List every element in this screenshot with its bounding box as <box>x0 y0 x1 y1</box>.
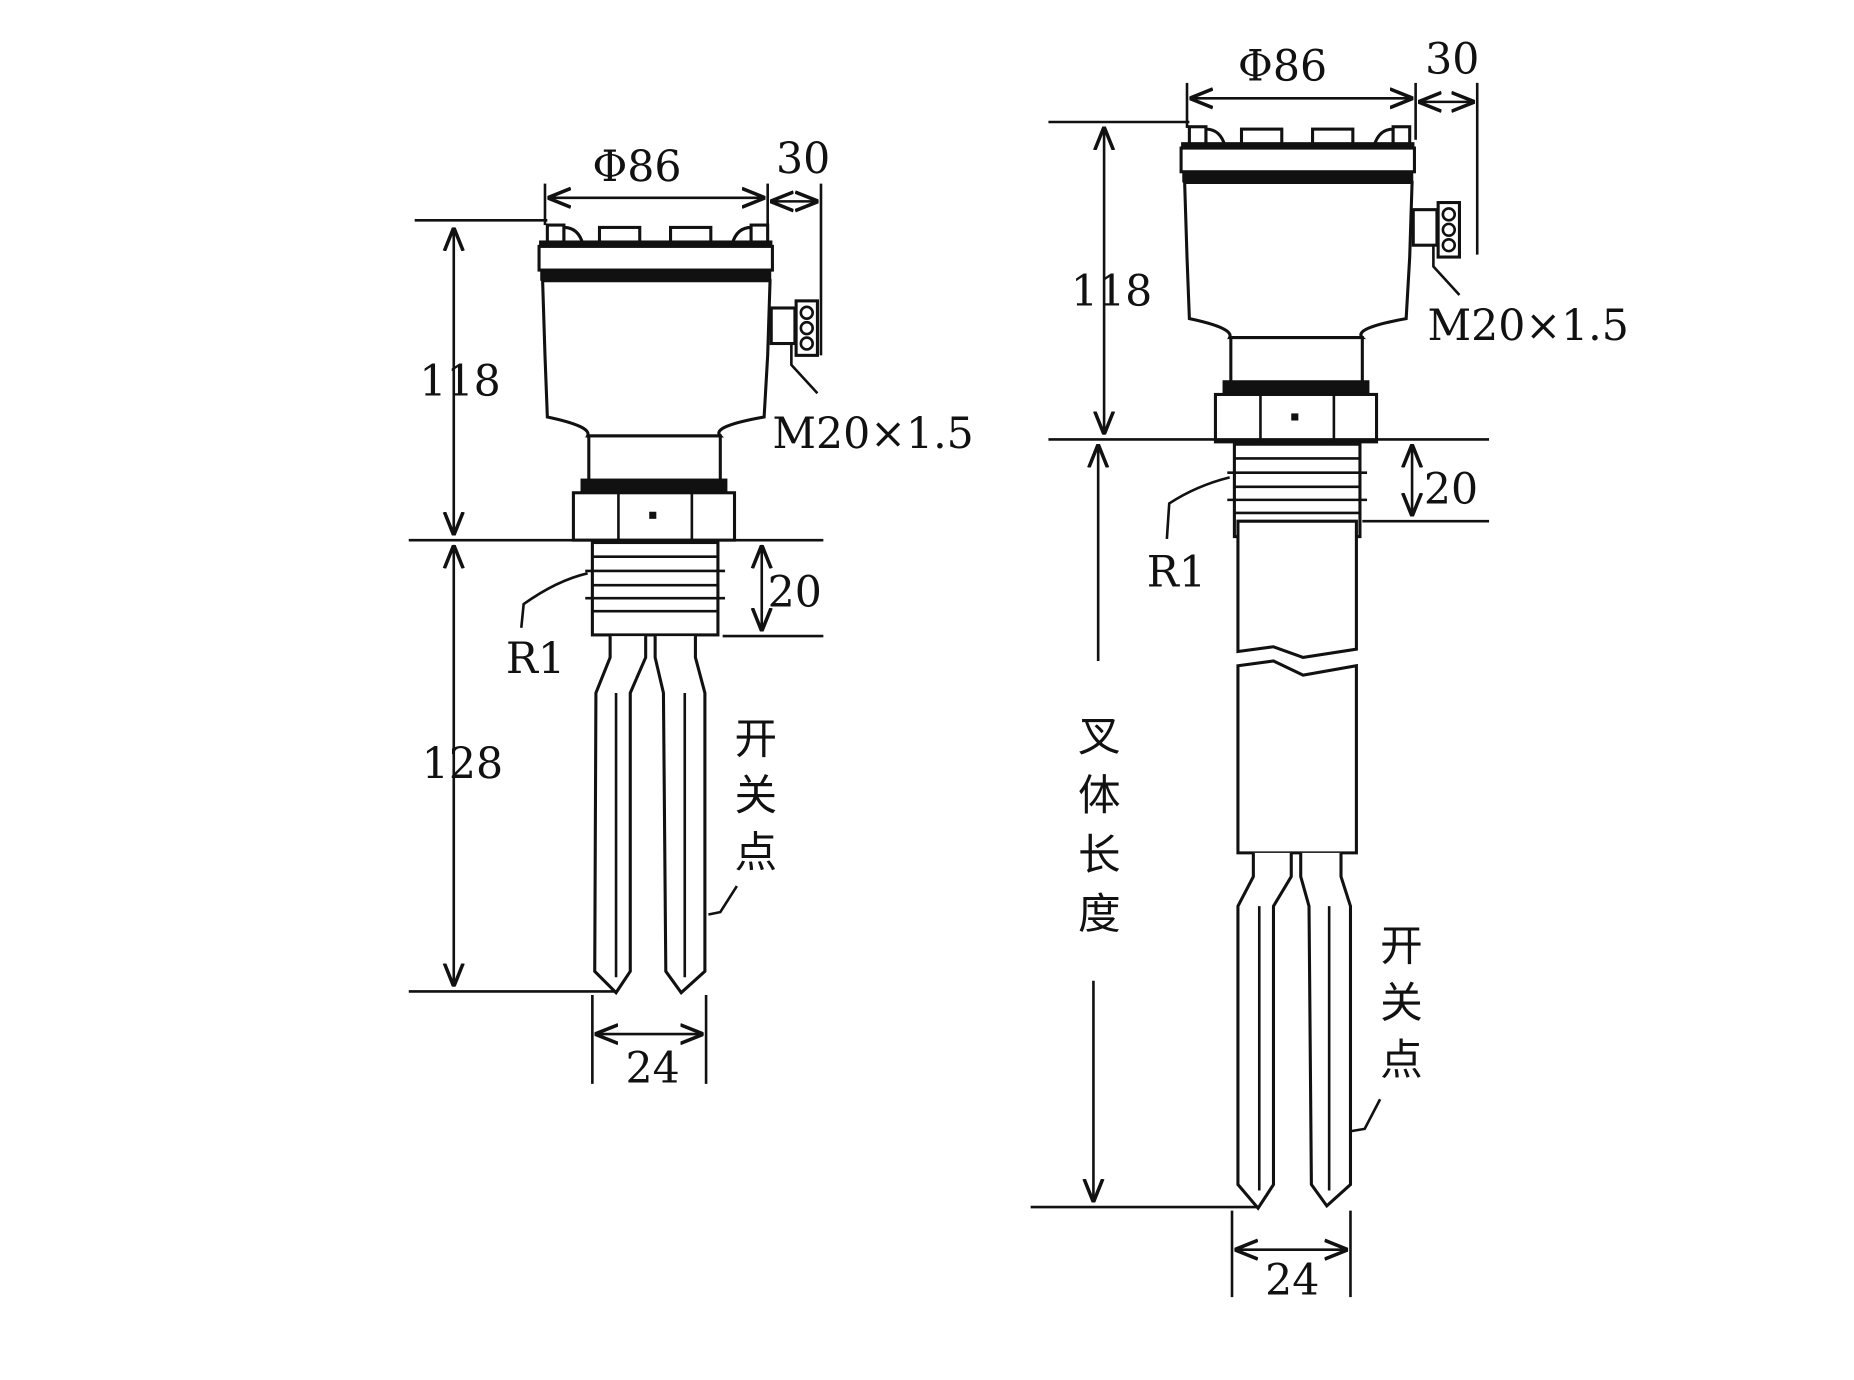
switch-point-label: 开 <box>1380 922 1423 972</box>
fork-body-length-label: 叉 <box>1078 712 1121 762</box>
cable-thread-label: M20×1.5 <box>1427 301 1628 351</box>
head-height-label: 118 <box>419 357 500 407</box>
left-drawing: Φ86 30 118 M20×1.5 20 R1 128 24 开 关 点 <box>408 134 974 1094</box>
gland-offset-label: 30 <box>1425 34 1479 84</box>
switch-point-label: 点 <box>1380 1035 1423 1085</box>
fork-length-label: 128 <box>422 739 503 789</box>
fork-body-length-label: 长 <box>1078 830 1121 880</box>
fork-tine-right <box>653 636 707 995</box>
extension-rod-upper <box>1236 519 1358 660</box>
switch-point-label: 关 <box>1380 979 1423 1029</box>
fork-tine-left <box>593 636 648 996</box>
switch-point-label: 开 <box>735 714 778 764</box>
thread-length-label: 20 <box>768 567 822 617</box>
right-drawing: Φ86 30 118 M20×1.5 20 R1 叉 体 长 度 24 开 关 … <box>1030 34 1629 1306</box>
fork-tine-left <box>1236 852 1293 1211</box>
thread-length-label: 20 <box>1424 464 1478 514</box>
fork-width-label: 24 <box>1265 1256 1319 1306</box>
fork-body-length-label: 度 <box>1078 890 1121 940</box>
thread-spec-label: R1 <box>506 634 565 684</box>
gland-offset-label: 30 <box>776 134 830 184</box>
switch-point-label: 点 <box>735 828 778 878</box>
switch-point-label: 关 <box>735 771 778 821</box>
diameter-label: Φ86 <box>592 142 681 192</box>
thread-spec-label: R1 <box>1147 547 1206 597</box>
fork-tine-right <box>1299 852 1353 1209</box>
cable-thread-label: M20×1.5 <box>772 409 973 459</box>
fork-width-label: 24 <box>626 1044 680 1094</box>
fork-body-length-label: 体 <box>1078 771 1121 821</box>
head-height-label: 118 <box>1071 267 1152 317</box>
diameter-label: Φ86 <box>1238 42 1327 92</box>
extension-rod-lower <box>1236 659 1358 855</box>
